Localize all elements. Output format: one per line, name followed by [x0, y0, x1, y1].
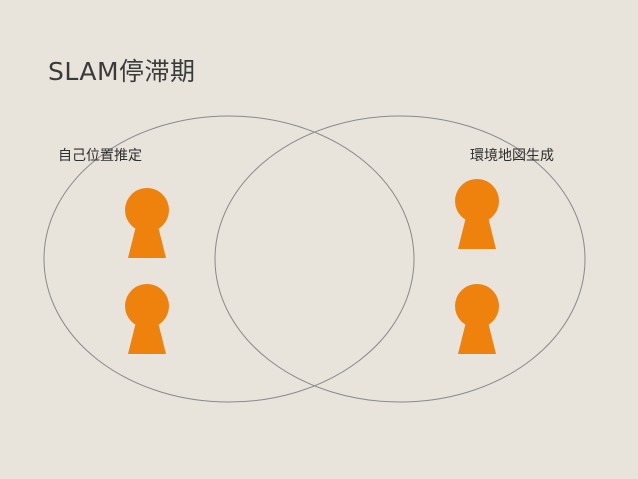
left-circle: [43, 115, 415, 403]
keyhole-icon: [455, 284, 499, 354]
right-circle: [214, 115, 586, 403]
keyhole-icon: [125, 188, 169, 258]
mapping-label: 環境地図生成: [470, 148, 554, 164]
self-localization-label: 自己位置推定: [58, 148, 142, 164]
keyhole-icon: [455, 179, 499, 249]
keyhole-icon: [125, 284, 169, 354]
slide-title: SLAM停滞期: [48, 57, 196, 86]
